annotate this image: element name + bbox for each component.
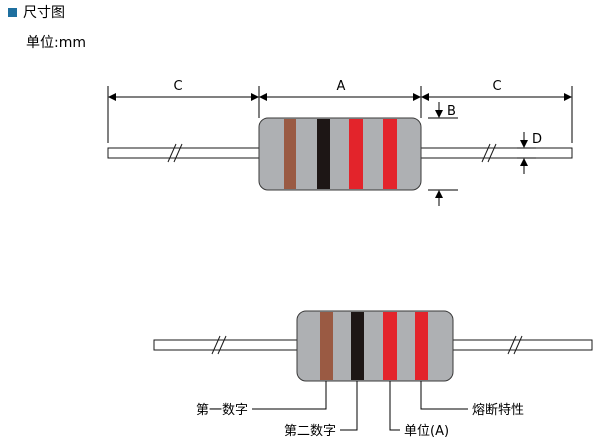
unit-label: 单位:mm [26,35,86,51]
left-lead-wire [107,147,260,159]
dimension-label-d: D [532,132,542,147]
color-band-black [317,119,330,189]
bottom-fuse-body [296,310,454,382]
color-band-brown [284,119,296,189]
section-heading: 尺寸图 [8,2,65,22]
break-mark-right-2 [487,143,497,163]
break-mark-right-1 [481,143,491,163]
fuse-body [258,117,422,191]
dimension-label-c-right: C [492,79,501,94]
bottom-color-band-brown [320,312,333,380]
bottom-break-mark-right-1 [507,335,517,355]
color-band-red-2 [383,119,397,189]
color-band-red-1 [349,119,363,189]
legend-multiplier: 单位(A) [404,424,449,439]
leader-line-second-digit [340,381,358,431]
bottom-right-lead-wire [451,339,593,351]
dimension-label-b: B [447,104,456,119]
bottom-color-band-red-2 [415,312,428,380]
bottom-break-mark-left-2 [217,335,227,355]
bottom-break-mark-left-1 [211,335,221,355]
dimension-label-c-left: C [173,79,182,94]
leader-line-fuse-characteristic [420,381,468,410]
bottom-fuse-diagram: 第一数字 第二数字 单位(A) 熔断特性 [153,310,593,439]
legend-fuse-characteristic: 熔断特性 [472,403,524,418]
page-title: 尺寸图 [23,5,65,21]
leader-line-multiplier [389,381,400,431]
leader-line-first-digit [252,381,327,410]
break-mark-left-1 [167,143,177,163]
legend-first-digit: 第一数字 [196,403,248,418]
bottom-break-mark-right-2 [513,335,523,355]
right-lead-wire [420,147,573,159]
bottom-color-band-red-1 [383,312,397,380]
heading-bullet-icon [8,7,17,17]
bottom-left-lead-wire [153,339,299,351]
bottom-color-band-black [351,312,364,380]
legend-second-digit: 第二数字 [284,424,336,439]
dimension-label-a: A [337,79,346,94]
top-fuse-diagram: C A C B D [107,79,573,206]
break-mark-left-2 [173,143,183,163]
